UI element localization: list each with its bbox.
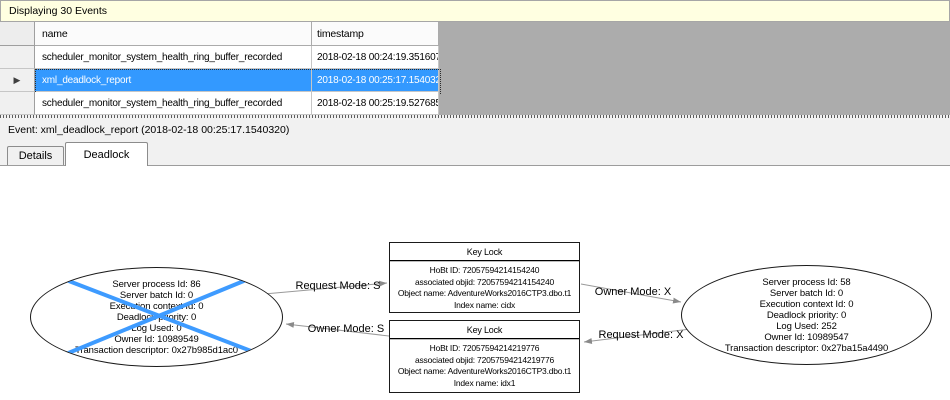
process-detail-line: Log Used: 0 [131, 322, 182, 334]
resource-detail-line: associated objid: 72057594214154240 [414, 276, 555, 287]
tab-strip: Details Deadlock [0, 142, 950, 166]
process-detail-line: Server batch Id: 0 [769, 287, 844, 299]
edge-label: Owner Mode: S [307, 323, 385, 335]
cell-timestamp[interactable]: 2018-02-18 00:25:19.5276859 [312, 92, 439, 115]
resource-detail-line: Index name: cidx [453, 299, 516, 310]
process-detail-line: Owner Id: 10989549 [114, 333, 199, 345]
row-selector-cell[interactable] [0, 46, 35, 69]
row-selector-header[interactable] [0, 22, 35, 46]
edge-label: Owner Mode: X [594, 286, 672, 298]
process-detail-line: Server process Id: 58 [762, 276, 851, 288]
events-grid: name timestamp scheduler_monitor_system_… [0, 22, 950, 115]
column-header-timestamp[interactable]: timestamp [312, 22, 439, 46]
resource-detail-line: Object name: AdventureWorks2016CTP3.dbo.… [397, 288, 572, 298]
current-row-arrow-icon: ▶ [13, 74, 21, 85]
resource-title: Key Lock [390, 321, 579, 339]
deadlock-edges [263, 280, 700, 345]
resource-detail-line: Index name: idx1 [453, 377, 516, 388]
cell-name[interactable]: xml_deadlock_report [35, 69, 312, 92]
cell-name[interactable]: scheduler_monitor_system_health_ring_buf… [35, 92, 312, 115]
process-detail-line: Server process Id: 86 [112, 278, 201, 290]
event-summary: Event: xml_deadlock_report (2018-02-18 0… [0, 118, 950, 142]
row-selector-cell[interactable]: ▶ [0, 69, 35, 92]
process-node[interactable]: Server process Id: 58 Server batch Id: 0… [681, 265, 932, 365]
process-detail-line: Owner Id: 10989547 [764, 331, 849, 343]
grid-header-row: name timestamp [0, 22, 950, 46]
process-detail-line: Server batch Id: 0 [119, 289, 194, 301]
process-node-victim[interactable]: Server process Id: 86 Server batch Id: 0… [30, 267, 283, 367]
tab-deadlock[interactable]: Deadlock [65, 142, 148, 166]
process-detail-line: Execution context Id: 0 [759, 298, 854, 310]
process-detail-line: Deadlock priority: 0 [766, 309, 847, 321]
resource-detail-line: HoBt ID: 72057594214219776 [429, 343, 540, 353]
events-count-banner: Displaying 30 Events [0, 0, 950, 22]
process-detail-line: Log Used: 252 [776, 320, 837, 332]
table-row[interactable]: scheduler_monitor_system_health_ring_buf… [0, 46, 950, 69]
resource-detail-line: associated objid: 72057594214219776 [414, 354, 555, 365]
process-detail-line: Execution context Id: 0 [109, 300, 204, 312]
splitter[interactable] [0, 115, 950, 118]
cell-timestamp[interactable]: 2018-02-18 00:24:19.3516078 [312, 46, 439, 69]
resource-detail-line: HoBt ID: 72057594214154240 [429, 265, 540, 275]
resource-node-key-lock-bottom[interactable]: Key Lock HoBt ID: 72057594214219776 asso… [389, 320, 580, 393]
table-row[interactable]: scheduler_monitor_system_health_ring_buf… [0, 92, 950, 115]
table-row-selected[interactable]: ▶ xml_deadlock_report 2018-02-18 00:25:1… [0, 69, 950, 94]
edge-label: Request Mode: X [598, 329, 684, 341]
tab-details[interactable]: Details [7, 146, 64, 165]
resource-node-key-lock-top[interactable]: Key Lock HoBt ID: 72057594214154240 asso… [389, 242, 580, 313]
process-detail-line: Transaction descriptor: 0x27b985d1ac0 [75, 344, 238, 356]
process-detail-line: Transaction descriptor: 0x27ba15a4490 [724, 342, 889, 354]
edge-label: Request Mode: S [295, 280, 381, 292]
deadlock-graph-pane: Server process Id: 86 Server batch Id: 0… [0, 166, 950, 400]
resource-title: Key Lock [390, 243, 579, 261]
process-detail-line: Deadlock priority: 0 [116, 311, 197, 323]
row-selector-cell[interactable] [0, 92, 35, 115]
column-header-name[interactable]: name [35, 22, 312, 46]
cell-name[interactable]: scheduler_monitor_system_health_ring_buf… [35, 46, 312, 69]
resource-detail-line: Object name: AdventureWorks2016CTP3.dbo.… [397, 366, 572, 376]
cell-timestamp[interactable]: 2018-02-18 00:25:17.1540320 [312, 69, 439, 92]
